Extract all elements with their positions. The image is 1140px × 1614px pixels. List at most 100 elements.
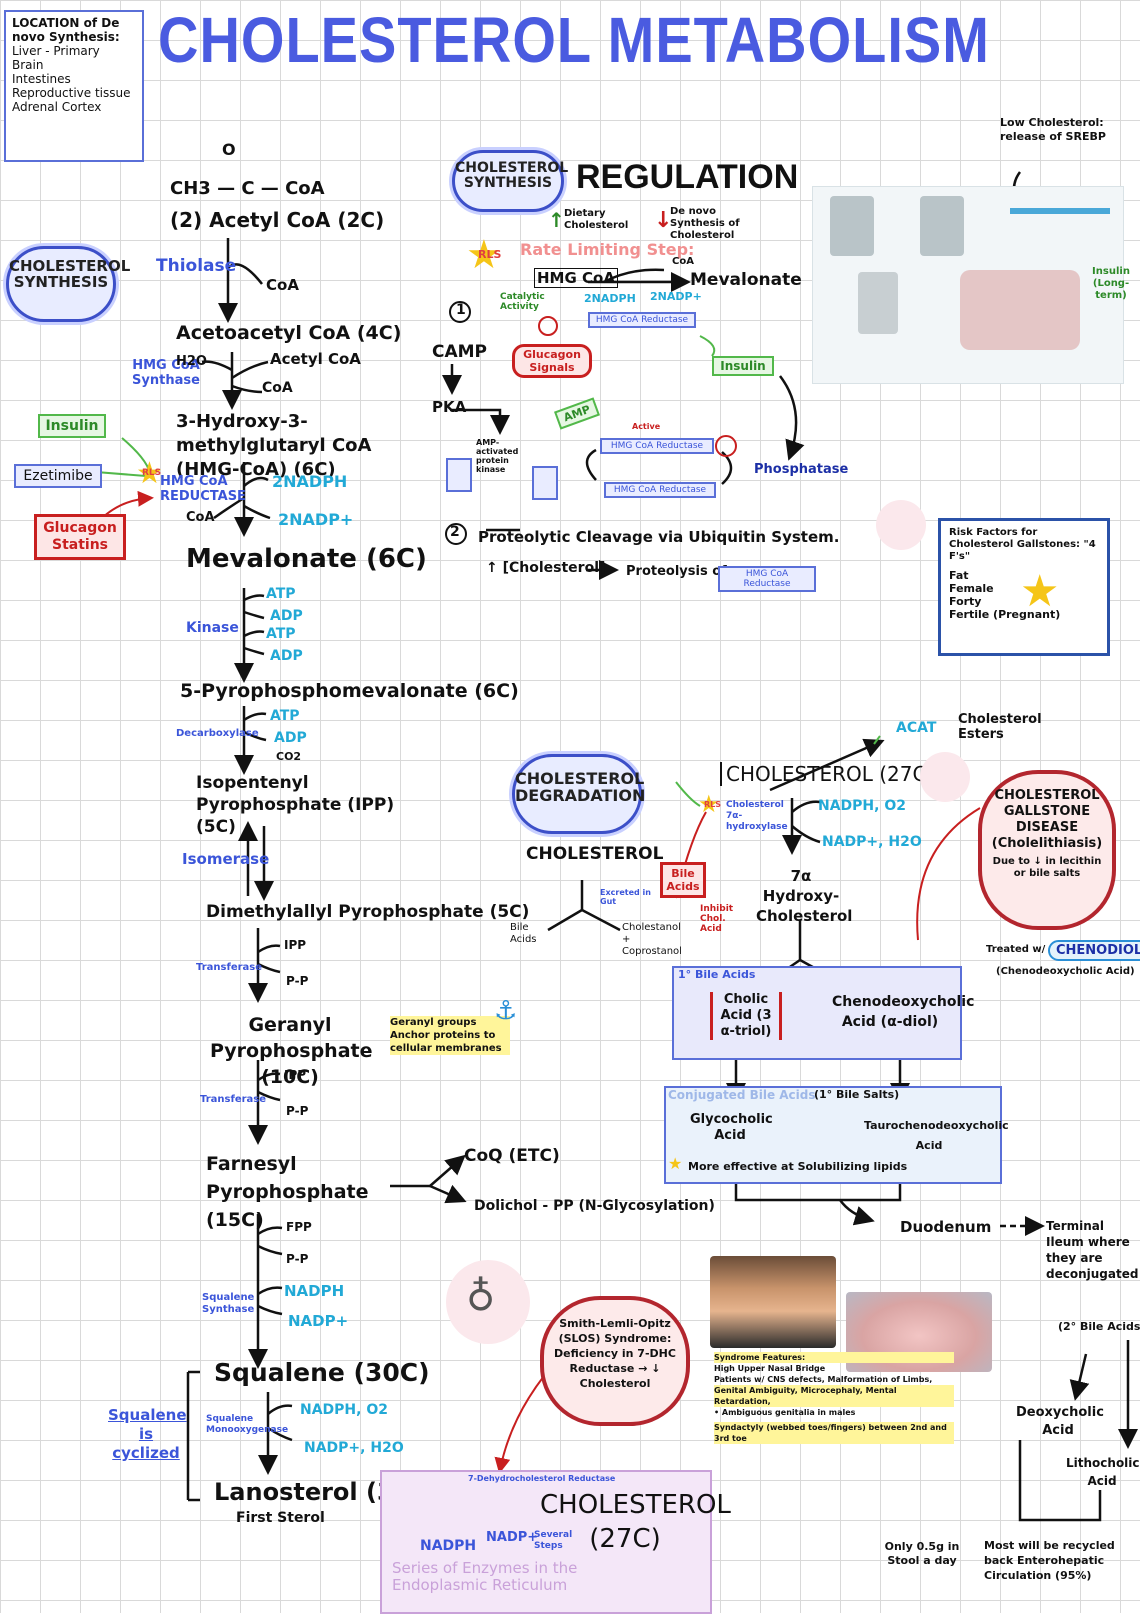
hmgcoa-reg: HMG CoA (534, 268, 618, 288)
denovo-synthesis: De novo Synthesis of Cholesterol (670, 206, 740, 241)
glucagon-statins-box: Glucagon Statins (34, 514, 126, 560)
coa-release-1: CoA (266, 276, 299, 294)
daily-stool-note: Only 0.5g in Stool a day (884, 1540, 960, 1567)
decarboxylase-label: Decarboxylase (176, 728, 259, 739)
location-item: Reproductive tissue (12, 86, 131, 100)
step-1-label: 1 (456, 302, 466, 318)
reductase-box-4: HMG CoA Reductase (718, 566, 816, 592)
geranyl-note: Geranyl groups Anchor proteins to cellul… (390, 1016, 510, 1055)
recycled-note: Most will be recycled back Enterohepatic… (984, 1539, 1115, 1582)
nadp-out: 2NADP+ (278, 510, 354, 529)
dietary-up-arrow-icon: ↑ (548, 208, 565, 232)
transferase-label-2: Transferase (200, 1094, 267, 1105)
coa-release-3: CoA (186, 510, 215, 525)
thiolase-label: Thiolase (156, 256, 237, 276)
membrane-protein-icon (858, 272, 898, 334)
denovo-down-arrow-icon: ↓ (654, 208, 673, 233)
reductase-box-2: HMG CoA Reductase (600, 438, 714, 454)
excreted-note: Excreted in Gut (600, 888, 651, 906)
mevalonate-reg: Mevalonate (690, 270, 802, 290)
ampk-label: AMP-activated protein kinase (476, 438, 519, 474)
phosphatase-label: Phosphatase (754, 462, 849, 477)
duodenum: Duodenum (900, 1218, 992, 1236)
pp-out-3: P-P (286, 1252, 309, 1266)
nadp-last: NADP+ (486, 1530, 539, 1545)
nucleus-icon (960, 270, 1080, 350)
proteolytic-cleavage: Proteolytic Cleavage via Ubiquitin Syste… (478, 528, 840, 546)
squalene: Squalene (30C) (214, 1358, 430, 1387)
ezetimibe-box: Ezetimibe (14, 464, 102, 488)
glucagon-signals-box: Glucagon Signals (512, 344, 592, 378)
proteolysis-of: Proteolysis of (626, 564, 727, 579)
location-item: Adrenal Cortex (12, 100, 102, 114)
dna-strand-icon (1010, 208, 1110, 214)
gallstone-title: CHOLESTEROL GALLSTONE DISEASE (Cholelith… (991, 788, 1103, 851)
acetyl-coa-in: Acetyl CoA (270, 350, 361, 368)
anchor-icon: ⚓ (494, 996, 518, 1026)
active-label: Active (632, 422, 661, 431)
acetoacetyl-coa: Acetoacetyl CoA (4C) (176, 322, 402, 344)
stethoscope-icon (446, 1260, 530, 1344)
cholesterol-esters: Cholesterol Esters (958, 712, 1042, 742)
terminal-ileum-note: Terminal Ileum where they are deconjugat… (1046, 1219, 1139, 1281)
rls-label-3: RLS (704, 800, 722, 809)
risk-item: Female (949, 582, 994, 595)
location-heading: LOCATION of De novo Synthesis: (12, 16, 120, 44)
transferase-label-1: Transferase (196, 962, 263, 973)
ipp-in-1: IPP (284, 938, 307, 952)
regulation-heading: REGULATION (576, 158, 799, 196)
atp-1: ATP (266, 586, 296, 602)
slos-child-photo (710, 1256, 836, 1348)
slos-cloud: Smith-Lemli-Opitz (SLOS) Syndrome: Defic… (540, 1296, 690, 1426)
hydroxy-cholesterol: 7α Hydroxy-Cholesterol (756, 867, 853, 925)
insulin-box: Insulin (38, 414, 106, 438)
treated-with: Treated w/ (986, 944, 1046, 955)
slos-feature: • Ambiguous genitalia in males (714, 1408, 856, 1417)
nadph-squalene: NADPH (284, 1282, 345, 1300)
dimethylallyl-pyrophosphate: Dimethylallyl Pyrophosphate (5C) (206, 902, 530, 922)
cholesterol-27c: CHOLESTEROL (27C) (720, 762, 934, 786)
reductase-box-1: HMG CoA Reductase (588, 312, 696, 328)
chenodiol-label: CHENODIOL (1048, 940, 1140, 961)
risk-item: Fat (949, 569, 969, 582)
deoxycholic-acid: Deoxycholic Acid (1016, 1405, 1104, 1438)
risk-item: Fertile (Pregnant) (949, 608, 1061, 621)
acetyl-coa: (2) Acetyl CoA (2C) (170, 208, 385, 232)
kinase-label: Kinase (186, 620, 239, 636)
primary-bile-acids-label: 1° Bile Acids (678, 968, 756, 981)
cholestanol-branch: Cholestanol + Coprostanol (622, 922, 682, 957)
location-box: LOCATION of De novo Synthesis: Liver - P… (4, 10, 144, 162)
bile-salts-label: (1° Bile Salts) (814, 1088, 900, 1101)
cholesterol-final: CHOLESTEROL (27C) (540, 1490, 731, 1554)
smiley-icon (920, 752, 970, 802)
pp-out-1: P-P (286, 974, 309, 988)
atp-3: ATP (270, 708, 300, 724)
lithocholic-acid: Lithocholic Acid (1066, 1456, 1140, 1488)
more-effective-note: More effective at Solubilizing lipids (688, 1160, 908, 1173)
adp-3: ADP (274, 730, 307, 746)
dietary-cholesterol: Dietary Cholesterol (564, 208, 629, 231)
star-icon: ★ (1020, 566, 1060, 617)
location-item: Liver - Primary (12, 44, 100, 58)
degradation-cloud: CHOLESTEROL DEGRADATION (512, 754, 645, 834)
taurochenodeoxycholic-acid: Taurochenodeoxycholic Acid (864, 1119, 1009, 1152)
gallstone-cause: Due to ↓ in lecithin or bile salts (992, 856, 1102, 879)
squalene-monooxygenase-label: Squalene Monooxygenase (206, 1414, 289, 1435)
slos-features-box: Syndrome Features: High Upper Nasal Brid… (714, 1352, 954, 1444)
rls-label: RLS (142, 468, 162, 478)
nadp-h2o-deg: NADP+, H2O (822, 834, 922, 850)
pyrophosphomevalonate: 5-Pyrophosphomevalonate (6C) (180, 680, 519, 702)
conjugated-bile-acids-box (664, 1086, 1002, 1184)
nadph-last: NADPH (420, 1538, 477, 1554)
insulin-long-term: Insulin (Long-term) (1092, 266, 1130, 301)
cholesterol-up: ↑ [Cholesterol] (486, 560, 606, 576)
rls-star-icon-3: ★ (698, 790, 720, 818)
gallstone-cloud: CHOLESTEROL GALLSTONE DISEASE (Cholelith… (978, 770, 1116, 930)
insulin-box-reg: Insulin (712, 356, 774, 376)
adp-2: ADP (270, 648, 303, 664)
risk-item: Forty (949, 595, 982, 608)
first-sterol-note: First Sterol (236, 1510, 325, 1526)
coa-reg: CoA (672, 256, 694, 267)
rate-limiting-step: Rate Limiting Step: (520, 240, 695, 259)
fpp-in: FPP (286, 1220, 312, 1234)
